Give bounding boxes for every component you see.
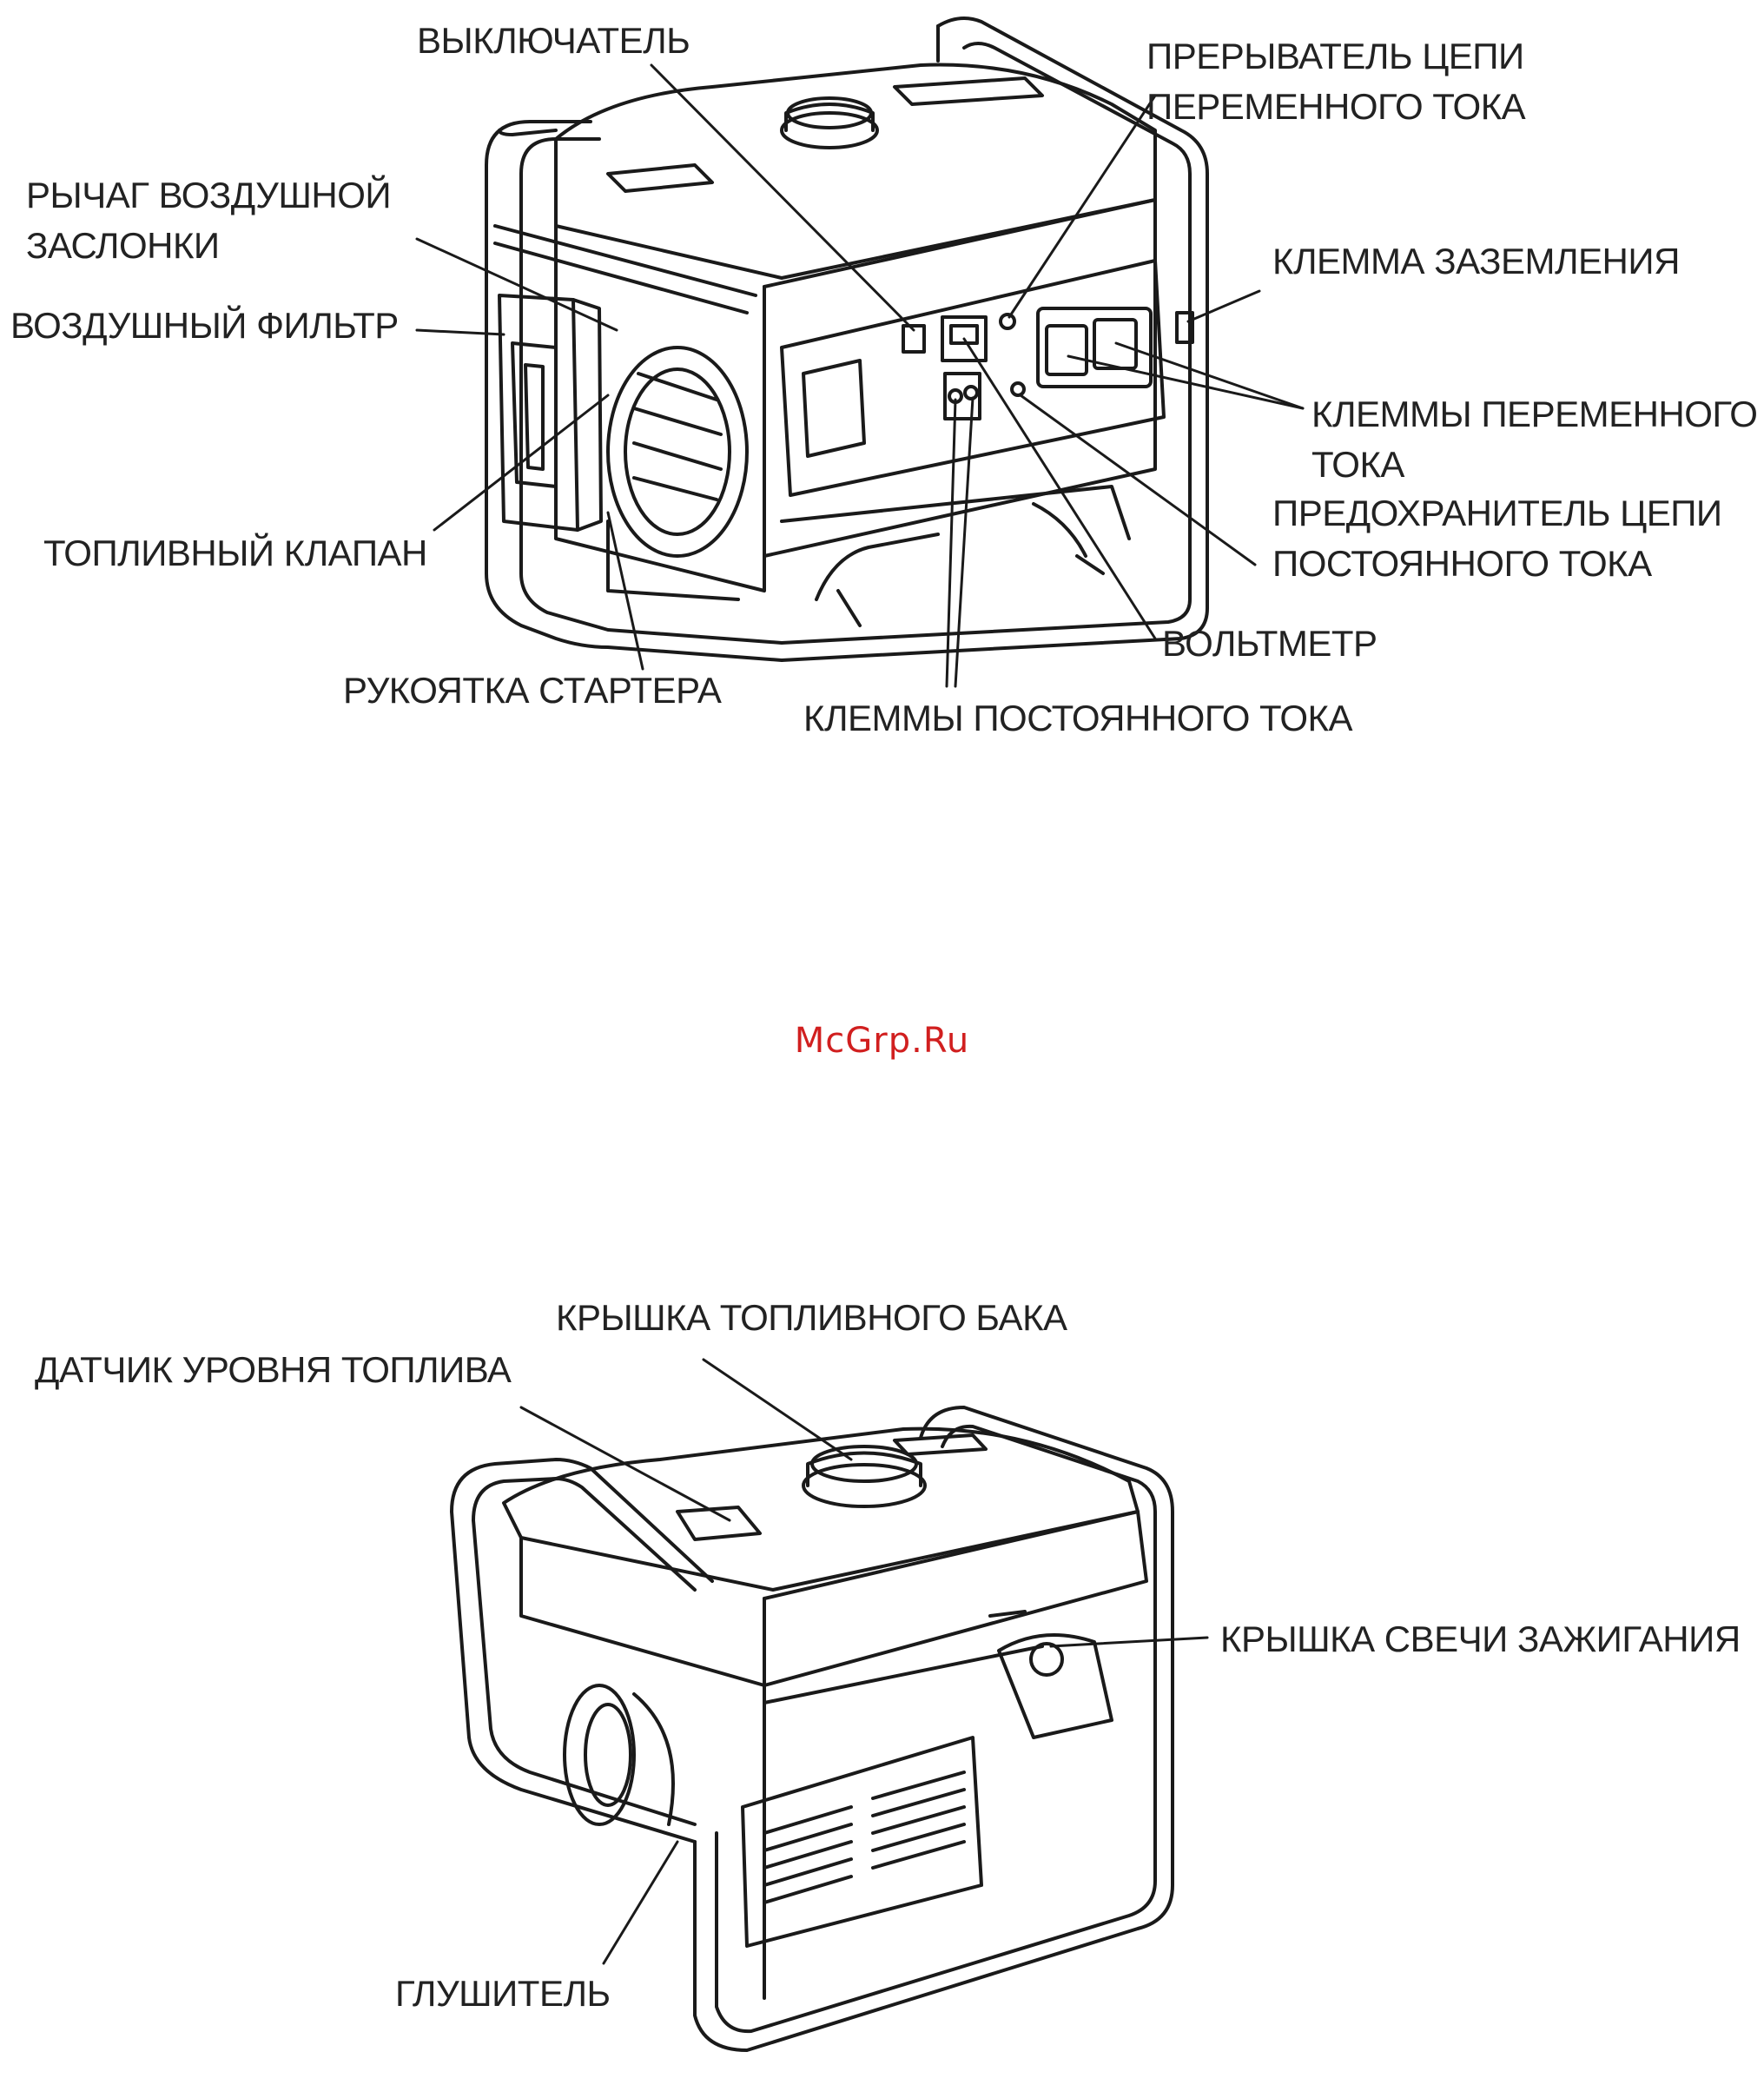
leader-fuel-gauge <box>519 1406 731 1522</box>
label-dc-fuse-line1: ПРЕДОХРАНИТЕЛЬ ЦЕПИ <box>1272 493 1722 533</box>
leader-fuel-cap <box>702 1358 853 1461</box>
engine-body <box>519 1510 1148 2000</box>
leader-voltmeter <box>962 337 1157 640</box>
control-panel <box>780 259 1194 497</box>
label-ac-terminals-line1: КЛЕММЫ ПЕРЕМЕННОГО <box>1311 394 1758 434</box>
label-dc-fuse-line2: ПОСТОЯННОГО ТОКА <box>1272 543 1652 584</box>
leader-fuel-valve <box>433 394 610 532</box>
leader-switch <box>650 63 915 332</box>
leader-starter <box>606 511 644 671</box>
fuel-tank <box>502 1426 1140 1592</box>
frame <box>450 1406 1174 2052</box>
label-fuel-valve: ТОПЛИВНЫЙ КЛАПАН <box>43 533 427 573</box>
leader-air-filter <box>415 328 505 336</box>
alternator-cover <box>563 1684 675 1826</box>
generator-front-diagram: ВЫКЛЮЧАТЕЛЬ ПРЕРЫВАТЕЛЬ ЦЕПИ ПЕРЕМЕННОГО… <box>0 0 1764 782</box>
leader-lines <box>415 63 1305 688</box>
label-voltmeter: ВОЛЬТМЕТР <box>1162 623 1378 664</box>
label-dc-terminals: КЛЕММЫ ПОСТОЯННОГО ТОКА <box>803 698 1352 738</box>
label-air-filter: ВОЗДУШНЫЙ ФИЛЬТР <box>10 305 399 346</box>
label-switch: ВЫКЛЮЧАТЕЛЬ <box>417 20 690 61</box>
label-ground-terminal: КЛЕММА ЗАЗЕМЛЕНИЯ <box>1272 241 1680 281</box>
generator-rear-diagram: КРЫШКА ТОПЛИВНОГО БАКА ДАТЧИК УРОВНЯ ТОП… <box>0 1251 1764 2085</box>
engine-body <box>493 198 1157 592</box>
spark-plug-area <box>988 1610 1113 1739</box>
watermark: McGrp.Ru <box>794 1021 970 1061</box>
label-ac-terminals-line2: ТОКА <box>1311 444 1404 485</box>
label-muffler: ГЛУШИТЕЛЬ <box>395 1973 611 2014</box>
label-choke-line1: РЫЧАГ ВОЗДУШНОЙ <box>26 175 392 215</box>
muffler-vents <box>741 1736 983 1948</box>
label-ac-breaker-line1: ПРЕРЫВАТЕЛЬ ЦЕПИ <box>1146 36 1524 76</box>
base <box>780 485 1131 627</box>
label-ac-breaker-line2: ПЕРЕМЕННОГО ТОКА <box>1146 86 1526 127</box>
leader-muffler <box>602 1840 679 1965</box>
recoil-starter <box>606 346 749 601</box>
leader-dc-fuse <box>1019 394 1257 566</box>
leader-ac-terminal-1 <box>1114 341 1305 410</box>
generator-rear-drawing <box>450 1358 1209 2052</box>
fuel-tank <box>554 63 1157 280</box>
generator-front-drawing <box>415 17 1305 688</box>
leader-ground <box>1186 289 1261 323</box>
leader-lines <box>519 1358 1209 1965</box>
leader-ac-breaker <box>1008 94 1157 319</box>
leader-spark-cap <box>1049 1636 1209 1648</box>
label-fuel-level-gauge: ДАТЧИК УРОВНЯ ТОПЛИВА <box>35 1349 512 1390</box>
leader-choke <box>415 237 618 332</box>
frame <box>485 17 1209 662</box>
label-starter-handle: РУКОЯТКА СТАРТЕРА <box>343 670 722 711</box>
label-choke-line2: ЗАСЛОНКИ <box>26 225 220 266</box>
label-spark-plug-cap: КРЫШКА СВЕЧИ ЗАЖИГАНИЯ <box>1220 1618 1741 1659</box>
label-fuel-tank-cap: КРЫШКА ТОПЛИВНОГО БАКА <box>556 1297 1067 1338</box>
leader-ac-terminal-2 <box>1067 354 1305 410</box>
leader-dc-terminal-2 <box>954 396 974 688</box>
leader-dc-terminal-1 <box>945 398 957 688</box>
